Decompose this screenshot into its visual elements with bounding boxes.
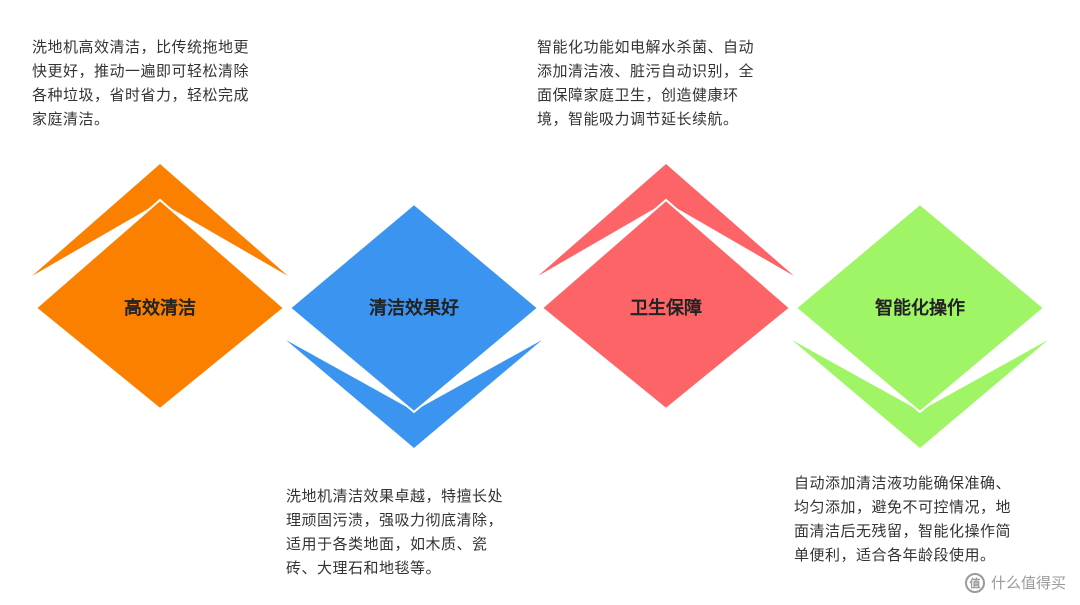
step-1-diamond: 高效清洁 <box>32 164 288 411</box>
step-4-label: 智能化操作 <box>875 297 965 319</box>
step-2-label: 清洁效果好 <box>369 297 459 319</box>
step-3-shadow-chevron <box>538 164 794 276</box>
step-4-diamond: 智能化操作 <box>792 202 1048 448</box>
step-1-main-diamond <box>34 198 286 411</box>
step-1-shadow-chevron <box>32 164 288 276</box>
step-3-main-diamond <box>540 198 792 411</box>
step-2-shadow-chevron <box>286 340 542 448</box>
step-1-description: 洗地机高效清洁，比传统拖地更 快更好，推动一遍即可轻松清除 各种垃圾，省时省力，… <box>32 38 250 128</box>
step-2-diamond: 清洁效果好 <box>286 202 542 448</box>
step-2-description: 洗地机清洁效果卓越，特擅长处 理顽固污渍，强吸力彻底清除， 适用于各类地面，如木… <box>286 487 504 577</box>
step-3-diamond: 卫生保障 <box>538 164 794 411</box>
step-3-label: 卫生保障 <box>630 297 702 319</box>
step-4-shadow-chevron <box>792 340 1048 448</box>
step-2-main-diamond <box>288 202 540 414</box>
watermark-logo-icon: 值 <box>964 572 985 593</box>
step-4-description: 自动添加清洁液功能确保准确、 均匀添加，避免不可控情况，地 面清洁后无残留，智能… <box>794 474 1012 564</box>
step-1-label: 高效清洁 <box>124 297 196 319</box>
step-3-description: 智能化功能如电解水杀菌、自动 添加清洁液、脏污自动识别，全 面保障家庭卫生，创造… <box>537 38 755 128</box>
step-4-main-diamond <box>794 202 1046 414</box>
watermark-text: 什么值得买 <box>990 574 1066 592</box>
watermark: 值 什么值得买 <box>964 572 1066 593</box>
